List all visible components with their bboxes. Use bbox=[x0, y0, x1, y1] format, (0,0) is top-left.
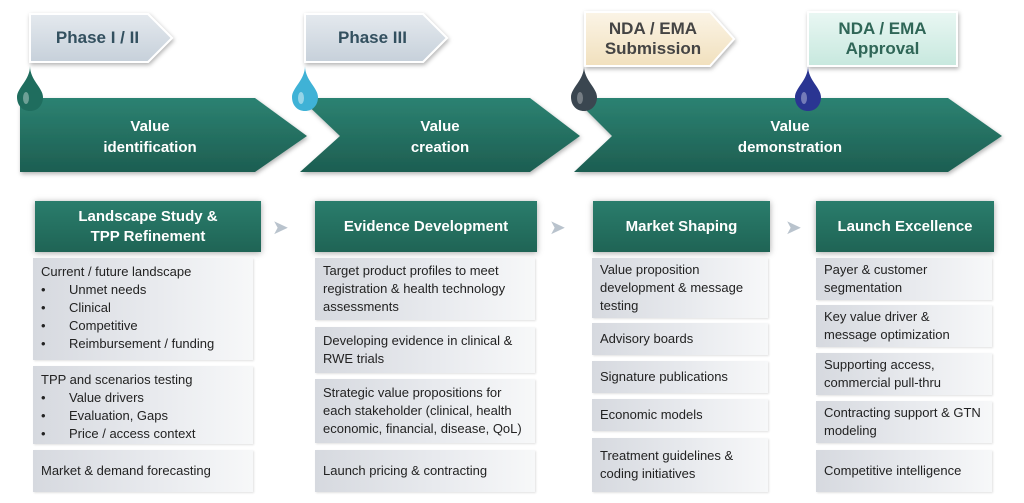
phase-tags-layer bbox=[17, 11, 1002, 172]
list-item: •Reimbursement / funding bbox=[41, 336, 215, 351]
card-developing-evidence: Developing evidence in clinical & RWE tr… bbox=[315, 327, 535, 373]
card-title: Treatment guidelines & coding initiative… bbox=[600, 448, 734, 481]
card-launch-pricing: Launch pricing & contracting bbox=[315, 450, 535, 492]
arrow-label-demonstration: Value demonstration bbox=[737, 118, 843, 156]
card-contracting-support: Contracting support & GTN modeling bbox=[816, 401, 992, 443]
drop-icon-3 bbox=[571, 66, 597, 111]
list-item: •Unmet needs bbox=[41, 282, 147, 297]
arrow-label-creation: Value creation bbox=[410, 118, 470, 156]
chevron-right-icon: ➤ bbox=[272, 217, 289, 239]
value-arrow-1 bbox=[20, 98, 307, 172]
card-title: Value proposition development & message … bbox=[600, 262, 744, 313]
card-payer-segmentation: Payer & customer segmentation bbox=[816, 258, 992, 300]
chevron-right-icon: ➤ bbox=[785, 217, 802, 239]
list-item: •Evaluation, Gaps bbox=[41, 408, 169, 423]
phase-tag-4 bbox=[807, 11, 958, 67]
column-header-evidence: Evidence Development bbox=[315, 201, 537, 252]
card-value-proposition-dev: Value proposition development & message … bbox=[592, 258, 768, 318]
phase-label-3: NDA / EMA Submission bbox=[604, 19, 702, 58]
drop-icon-4 bbox=[795, 66, 821, 111]
card-competitive-intelligence: Competitive intelligence bbox=[816, 450, 992, 492]
card-title: Competitive intelligence bbox=[824, 463, 962, 478]
column-header-landscape: Landscape Study & TPP Refinement bbox=[35, 201, 261, 252]
drop-icon-2 bbox=[292, 66, 318, 111]
card-title: Advisory boards bbox=[600, 331, 694, 346]
phase-label-4: NDA / EMA Approval bbox=[838, 19, 927, 58]
card-advisory-boards: Advisory boards bbox=[592, 323, 768, 355]
card-title: Current / future landscape bbox=[41, 264, 192, 279]
value-arrow-3 bbox=[574, 98, 1002, 172]
phase-label-1: Phase I / II bbox=[55, 28, 140, 47]
card-forecasting: Market & demand forecasting bbox=[33, 450, 253, 492]
card-title: TPP and scenarios testing bbox=[41, 372, 193, 387]
card-landscape: Current / future landscape •Unmet needs … bbox=[33, 258, 253, 360]
list-item: •Clinical bbox=[41, 300, 111, 315]
card-title: Launch pricing & contracting bbox=[323, 463, 488, 478]
card-title: Market & demand forecasting bbox=[41, 463, 211, 478]
card-title: Economic models bbox=[600, 407, 703, 422]
card-title: Strategic value propositions for each st… bbox=[323, 385, 522, 436]
list-item: •Value drivers bbox=[41, 390, 144, 405]
chevron-right-icon: ➤ bbox=[549, 217, 566, 239]
list-item: •Price / access context bbox=[41, 426, 196, 441]
column-header-launch-excellence: Launch Excellence bbox=[816, 201, 994, 252]
card-target-profiles: Target product profiles to meet registra… bbox=[315, 258, 535, 320]
phase-tag-3 bbox=[584, 11, 736, 67]
column-header-market-shaping: Market Shaping bbox=[593, 201, 770, 252]
card-signature-publications: Signature publications bbox=[592, 361, 768, 393]
card-value-propositions: Strategic value propositions for each st… bbox=[315, 379, 535, 443]
card-title: Supporting access, commercial pull-thru bbox=[824, 357, 942, 390]
card-title: Payer & customer segmentation bbox=[824, 262, 928, 295]
card-title: Signature publications bbox=[600, 369, 728, 384]
card-title: Target product profiles to meet registra… bbox=[323, 263, 506, 314]
phase-label-2: Phase III bbox=[338, 28, 407, 47]
card-title: Key value driver & message optimization bbox=[824, 309, 950, 342]
card-tpp-testing: TPP and scenarios testing •Value drivers… bbox=[33, 366, 253, 444]
card-supporting-access: Supporting access, commercial pull-thru bbox=[816, 353, 992, 395]
phase-tag-2 bbox=[304, 13, 449, 63]
card-economic-models: Economic models bbox=[592, 399, 768, 431]
drop-icon-1 bbox=[17, 66, 43, 111]
value-arrow-2 bbox=[300, 98, 580, 172]
card-treatment-guidelines: Treatment guidelines & coding initiative… bbox=[592, 438, 768, 492]
card-title: Contracting support & GTN modeling bbox=[824, 405, 981, 438]
phase-tag-1 bbox=[29, 13, 174, 63]
arrow-label-identification: Value identification bbox=[103, 118, 197, 156]
card-title: Developing evidence in clinical & RWE tr… bbox=[323, 333, 513, 366]
card-value-driver: Key value driver & message optimization bbox=[816, 305, 992, 347]
list-item: •Competitive bbox=[41, 318, 138, 333]
